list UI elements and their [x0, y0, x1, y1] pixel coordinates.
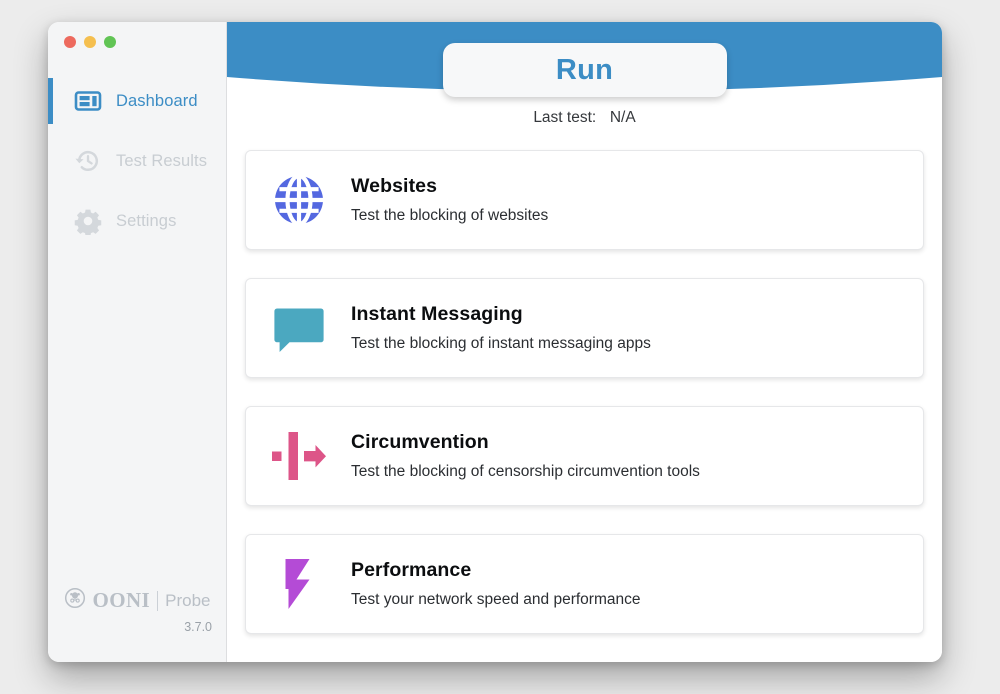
- app-window: Dashboard Test Results: [48, 22, 942, 662]
- card-description: Test the blocking of censorship circumve…: [351, 463, 700, 480]
- last-test-status: Last test: N/A: [227, 109, 942, 127]
- last-test-value: N/A: [609, 109, 636, 126]
- card-description: Test the blocking of instant messaging a…: [351, 335, 651, 352]
- active-indicator: [48, 78, 53, 124]
- gear-icon: [73, 206, 103, 236]
- card-performance[interactable]: Performance Test your network speed and …: [245, 534, 924, 634]
- sidebar-item-label: Test Results: [116, 151, 208, 170]
- card-title: Circumvention: [351, 431, 489, 453]
- history-clock-icon: [73, 146, 103, 176]
- last-test-label: Last test:: [533, 109, 597, 126]
- card-title: Instant Messaging: [351, 303, 523, 325]
- chat-bubble-icon: [268, 300, 330, 356]
- card-description: Test your network speed and performance: [351, 591, 641, 608]
- arrow-through-barrier-icon: [268, 428, 330, 484]
- brand-separator: [157, 590, 159, 611]
- sidebar-item-label: Settings: [116, 211, 177, 230]
- card-instant-messaging[interactable]: Instant Messaging Test the blocking of i…: [245, 278, 924, 378]
- window-controls: [64, 36, 116, 48]
- sidebar: Dashboard Test Results: [48, 22, 227, 662]
- card-title: Websites: [351, 175, 438, 197]
- close-button[interactable]: [64, 36, 76, 48]
- run-button[interactable]: Run: [442, 43, 727, 97]
- version-label: 3.7.0: [184, 620, 212, 634]
- run-button-label: Run: [555, 53, 614, 86]
- card-websites[interactable]: Websites Test the blocking of websites: [245, 150, 924, 250]
- card-description: Test the blocking of websites: [351, 207, 549, 224]
- active-indicator: [48, 198, 53, 244]
- sidebar-item-settings[interactable]: Settings: [48, 198, 226, 244]
- sidebar-item-test-results[interactable]: Test Results: [48, 138, 226, 184]
- brand-name: OONI: [92, 588, 151, 612]
- brand-subtitle: Probe: [165, 590, 211, 610]
- card-title: Performance: [351, 559, 472, 581]
- minimize-button[interactable]: [84, 36, 96, 48]
- sidebar-nav: Dashboard Test Results: [48, 78, 226, 258]
- zoom-button[interactable]: [104, 36, 116, 48]
- sidebar-item-label: Dashboard: [116, 91, 198, 110]
- sidebar-item-dashboard[interactable]: Dashboard: [48, 78, 226, 124]
- globe-icon: [268, 172, 330, 228]
- active-indicator: [48, 138, 53, 184]
- test-card-list: Websites Test the blocking of websites I…: [245, 150, 924, 662]
- lightning-bolt-icon: [268, 556, 330, 612]
- ooni-octopus-emblem: [64, 587, 86, 614]
- brand-footer: OONI Probe 3.7.0: [48, 587, 226, 634]
- dashboard-icon: [73, 86, 103, 116]
- main-content: Run Last test: N/A: [227, 22, 942, 662]
- card-circumvention[interactable]: Circumvention Test the blocking of censo…: [245, 406, 924, 506]
